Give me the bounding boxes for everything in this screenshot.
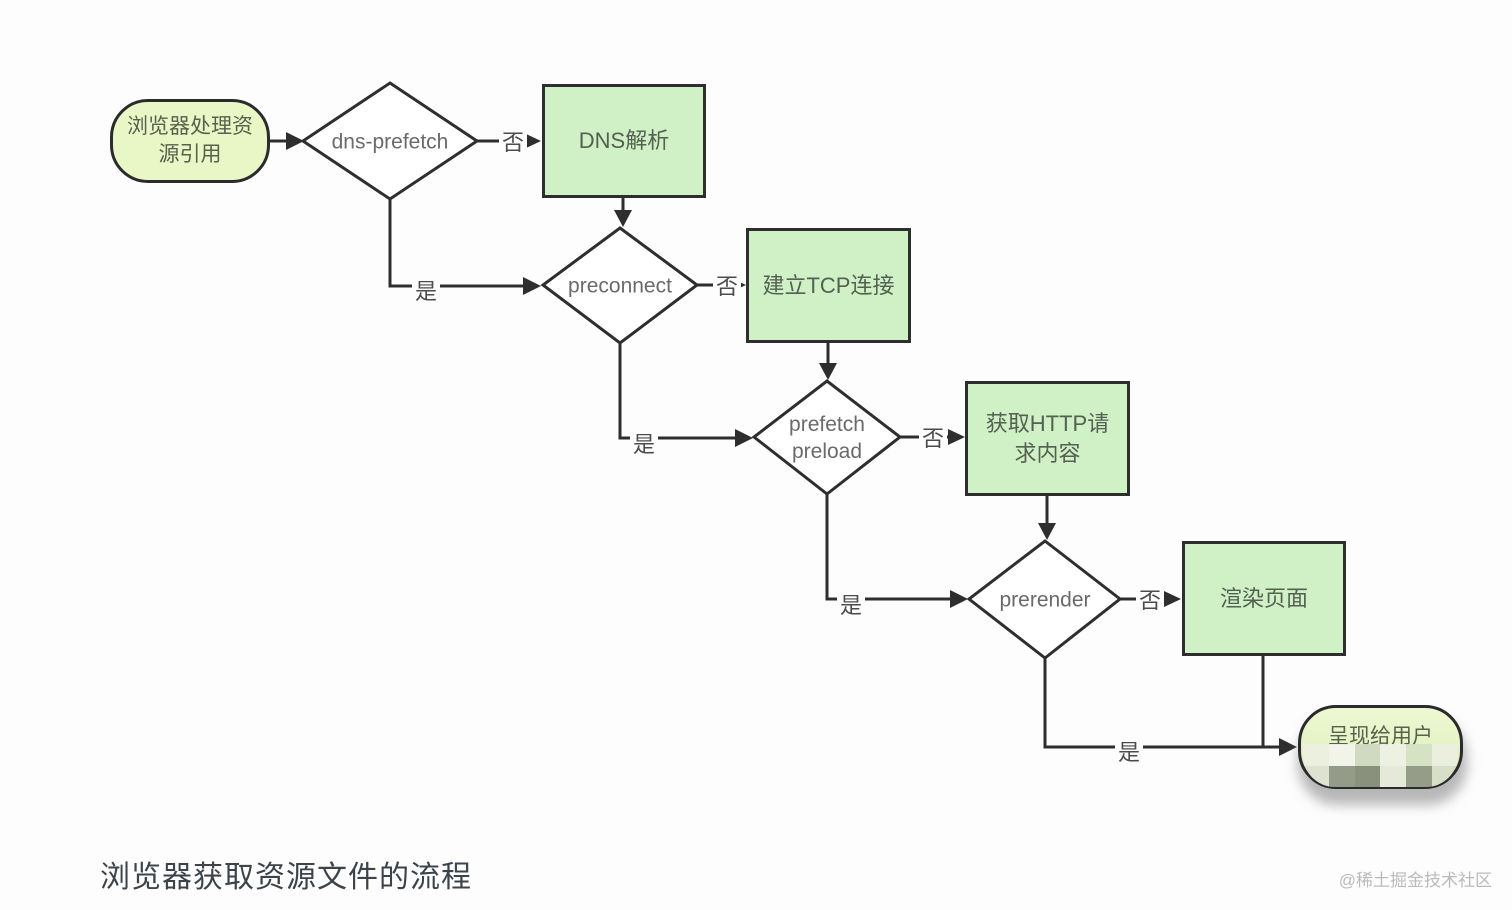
node-http-request-label: 获取HTTP请求内容 xyxy=(985,410,1110,466)
decision-prefetch-preload-shape xyxy=(751,379,903,496)
arrowhead xyxy=(523,277,541,295)
arrowhead xyxy=(735,429,753,447)
node-start-label: 浏览器处理资源引用 xyxy=(127,115,253,166)
arrowhead xyxy=(286,132,304,150)
arrowhead xyxy=(1164,591,1181,607)
node-dns-resolve-label: DNS解析 xyxy=(578,128,670,153)
edge-prefetch-yes xyxy=(825,494,952,601)
node-tcp-connect: 建立TCP连接 xyxy=(746,228,911,343)
arrowhead xyxy=(819,363,837,380)
decision-dns-prefetch-label: dns-prefetch xyxy=(331,130,449,154)
edge-label-yes-1: 是 xyxy=(411,274,441,306)
edge-label-no-3: 否 xyxy=(918,421,948,453)
node-tcp-connect-label: 建立TCP连接 xyxy=(762,272,895,298)
arrowhead xyxy=(614,210,632,227)
decision-preconnect-shape xyxy=(540,226,700,345)
edge-label-yes-2: 是 xyxy=(629,427,659,459)
arrowhead xyxy=(1038,523,1056,540)
edge-dnsprefetch-yes xyxy=(388,199,526,288)
edge-prerender-yes xyxy=(1043,658,1281,749)
decision-prerender-shape xyxy=(966,539,1123,660)
arrowhead xyxy=(524,133,541,149)
watermark-text: @稀土掘金技术社区 xyxy=(1338,871,1492,890)
diagram-caption: 浏览器获取资源文件的流程 xyxy=(100,861,472,894)
edge-label-yes-3: 是 xyxy=(836,588,866,620)
node-render-page-label: 渲染页面 xyxy=(1219,585,1308,611)
edge-preconnect-yes xyxy=(618,343,738,440)
decision-prerender-label: prerender xyxy=(999,588,1091,612)
node-render-page: 渲染页面 xyxy=(1182,541,1346,656)
node-http-request: 获取HTTP请求内容 xyxy=(965,381,1130,496)
edge-label-no-1: 否 xyxy=(498,125,528,157)
arrowhead xyxy=(950,590,968,608)
decision-dns-prefetch-shape xyxy=(300,81,480,201)
decision-prefetch-preload-label: prefetch preload xyxy=(789,413,865,463)
edge-label-no-2: 否 xyxy=(712,269,742,301)
decision-preconnect-label: preconnect xyxy=(568,274,672,298)
pixelation-artifact xyxy=(1303,744,1458,787)
edge-label-no-4: 否 xyxy=(1135,583,1165,615)
node-start: 浏览器处理资源引用 xyxy=(110,99,270,183)
node-end-label: 呈现给用户 xyxy=(1328,725,1433,748)
arrowhead xyxy=(1279,738,1297,756)
node-dns-resolve: DNS解析 xyxy=(542,84,706,198)
edge-label-yes-4: 是 xyxy=(1114,735,1144,767)
arrowhead xyxy=(948,429,965,445)
